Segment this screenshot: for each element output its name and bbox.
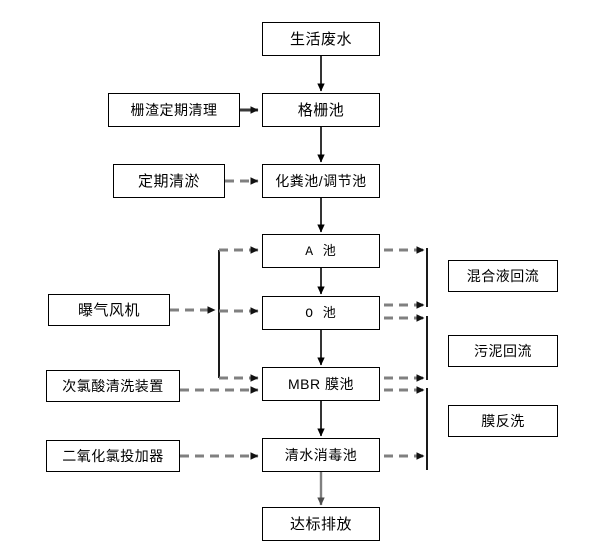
node-periodic-desilting-label: 定期清淤 [137,172,200,190]
node-a-tank-label: A 池 [305,243,337,259]
node-o-tank[interactable]: O 池 [262,296,380,330]
node-aeration-blower[interactable]: 曝气风机 [48,294,170,326]
node-mixed-liquor-return[interactable]: 混合液回流 [448,260,558,292]
node-disinfection-tank-label: 清水消毒池 [284,447,358,463]
node-hypochlorous-acid-cleaner[interactable]: 次氯酸清洗装置 [46,370,180,402]
node-septic-regulating-tank[interactable]: 化粪池/调节池 [262,164,380,198]
node-membrane-backwash-label: 膜反洗 [481,413,525,429]
node-grate-tank[interactable]: 格栅池 [262,93,380,127]
node-aeration-blower-label: 曝气风机 [77,301,140,319]
node-sludge-return-label: 污泥回流 [474,343,532,359]
connector-mixed-liquor-return [384,246,428,309]
node-compliant-discharge-label: 达标排放 [289,515,352,533]
node-o-tank-label: O 池 [305,305,337,321]
node-disinfection-tank[interactable]: 清水消毒池 [262,438,380,472]
node-mixed-liquor-return-label: 混合液回流 [466,268,540,284]
node-periodic-desilting[interactable]: 定期清淤 [113,164,225,198]
node-septic-regulating-tank-label: 化粪池/调节池 [275,173,367,189]
connector-membrane-backwash [384,386,428,470]
node-grate-residue-cleaning[interactable]: 栅渣定期清理 [108,93,240,127]
node-a-tank[interactable]: A 池 [262,234,380,268]
connector-sludge-return [384,314,428,382]
node-sludge-return[interactable]: 污泥回流 [448,335,558,367]
node-hypochlorous-acid-cleaner-label: 次氯酸清洗装置 [62,378,164,394]
node-mbr-membrane-tank-label: MBR 膜池 [288,376,354,392]
node-chlorine-dioxide-doser[interactable]: 二氧化氯投加器 [46,440,180,472]
node-inflow[interactable]: 生活废水 [262,22,380,56]
node-chlorine-dioxide-doser-label: 二氧化氯投加器 [62,448,164,464]
node-grate-residue-cleaning-label: 栅渣定期清理 [130,102,218,118]
node-grate-tank-label: 格栅池 [297,101,345,119]
node-mbr-membrane-tank[interactable]: MBR 膜池 [262,367,380,401]
connector-blower-trunk [170,246,259,382]
node-membrane-backwash[interactable]: 膜反洗 [448,405,558,437]
node-compliant-discharge[interactable]: 达标排放 [262,507,380,541]
node-inflow-label: 生活废水 [289,30,352,48]
